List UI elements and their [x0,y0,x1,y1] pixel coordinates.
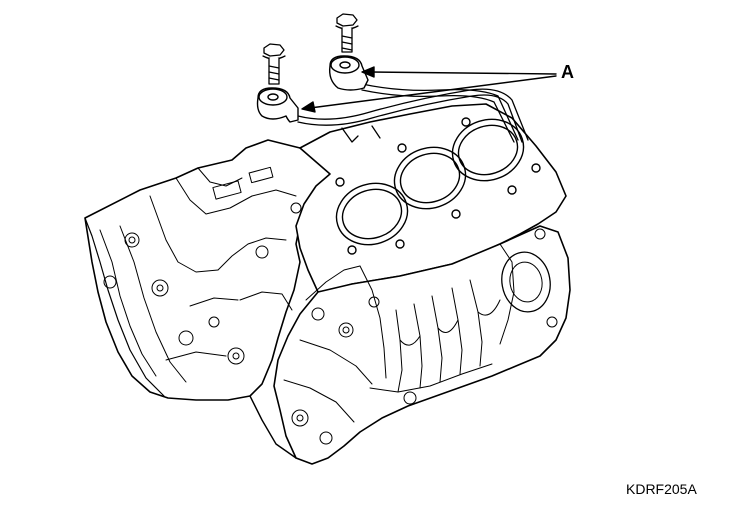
head-bolt-hole [532,164,540,172]
rib [190,298,238,306]
boss [292,410,308,426]
oil-gallery [360,266,386,378]
bulkhead [432,296,442,382]
bolt-head [337,14,357,26]
boss [547,317,557,327]
boss [320,432,332,444]
boss [152,280,168,296]
rib [240,292,292,310]
valley-rib [218,238,286,270]
boss [209,317,219,327]
crank-saddle [478,300,500,315]
bolt-head [264,44,284,56]
knock-sensor-left [258,88,299,122]
bolt-shank [269,58,279,84]
bolt-thread [342,48,352,50]
callout-leaders [302,67,556,112]
boss [233,353,239,359]
left-bank-details [100,167,301,382]
boss [404,392,416,404]
boss [157,285,163,291]
block-front-edge [85,218,164,396]
front-cover-flange [120,226,186,382]
boss [535,229,545,239]
head-bolt-hole [508,186,516,194]
harness-wire [362,84,518,140]
head-bolt-hole [396,240,404,248]
figure-code: KDRF205A [626,481,697,497]
crank-saddle [438,320,458,333]
head-bolt-hole [398,144,406,152]
rib [306,266,360,300]
arrow-head-upper [362,67,374,77]
sensor-hole [268,94,278,100]
engine-block [85,104,570,464]
bulkhead [414,304,422,388]
rib [370,364,492,392]
harness-wire [298,95,522,142]
sensor-bolt-right [336,14,358,52]
boss [129,237,135,243]
bulkhead [452,288,462,374]
head-bolt-hole [452,210,460,218]
front-cover-flange [100,230,156,376]
rib [166,352,226,360]
cylinder-bore-3 [444,110,531,189]
rib [300,340,372,384]
bolt-thread [269,72,279,74]
head-bolt-hole [462,118,470,126]
valley-rib [150,196,218,272]
sensor-hole [340,62,350,68]
leader-line-lower [310,76,556,108]
harness-clip [372,126,380,138]
cylinder-bores [328,110,540,254]
bolt-shank [342,28,352,52]
boss [104,276,116,288]
knock-sensor-harness [298,84,528,142]
rear-main-seal-bore [497,248,555,315]
bulkhead [396,310,402,392]
cylinder-bore-1-inner [336,182,408,246]
harness-wire [298,89,528,140]
bolt-thread [269,66,279,68]
arrow-head-lower [302,102,315,112]
water-jacket-port [213,181,241,199]
rib [284,380,354,422]
harness-wire [362,90,514,142]
boss [312,308,324,320]
harness-clip [342,128,358,142]
callout-label: A [561,62,574,82]
bolt-thread [342,36,352,38]
bolt-thread [269,78,279,80]
head-bolt-hole [348,246,356,254]
block-right-face [274,226,570,464]
sensor-top [331,57,359,73]
cylinder-bore-3-inner [452,118,524,182]
sensor-top [259,89,287,105]
sensor-bolt-left [263,44,285,84]
boss [291,203,301,213]
boss [339,323,353,337]
boss [179,331,193,345]
boss [256,246,268,258]
boss [297,415,303,421]
block-left-face [85,140,332,400]
leader-line-upper [370,72,556,74]
crankcase-details [284,229,557,444]
bolt-thread [342,42,352,44]
rib [500,244,514,344]
rear-main-seal-inner [507,260,545,305]
knock-sensor-right [330,56,368,90]
valley-ridge [176,178,296,214]
water-jacket-port [249,167,273,182]
boss [343,327,349,333]
bulkhead [470,280,482,366]
block-lower-skirt [250,396,296,458]
crank-saddle [400,336,420,345]
boss [228,348,244,364]
head-bolt-hole [336,178,344,186]
